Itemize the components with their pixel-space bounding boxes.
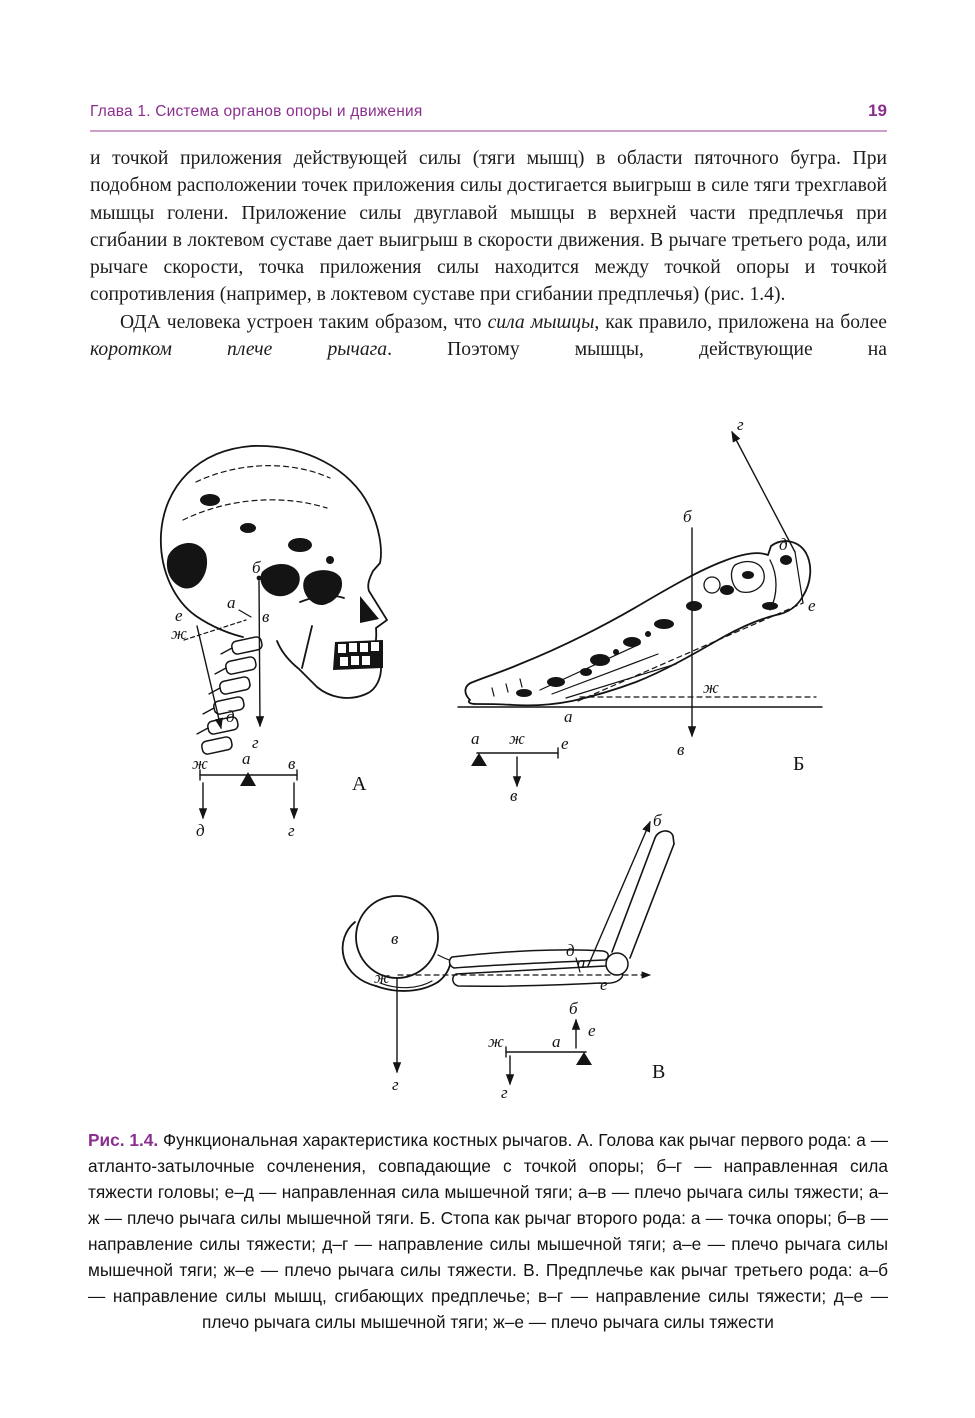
diag-v-scheme-b: б — [569, 999, 578, 1018]
diag-a-label-g: г — [252, 733, 259, 752]
paragraph-2-part3: . Поэтому мышцы, действующие на — [387, 339, 887, 361]
diagram-b-foot-lever: г д е б в ж а а ж е в Б — [457, 415, 823, 805]
figure-1-4-svg: б г а в е ж д ж а в д г А — [160, 415, 823, 1102]
paragraph-2-part2: , как правило, приложена на более — [594, 311, 887, 333]
diagram-v-forearm-lever: в б д а е ж г ж б е а г В — [341, 811, 675, 1102]
chapter-title: Глава 1. Система органов опоры и движени… — [90, 103, 423, 120]
diag-v-label-d: д — [566, 941, 575, 960]
diag-a-scheme-g: г — [288, 821, 295, 840]
diag-b-label-a: а — [564, 707, 573, 726]
paragraph-1-text: и точкой приложения действующей силы (тя… — [90, 148, 887, 306]
diag-b-label-b: б — [683, 507, 692, 526]
body-text: и точкой приложения действующей силы (тя… — [90, 145, 887, 363]
diag-a-label-v: в — [262, 607, 270, 626]
diag-v-label-v: в — [391, 929, 399, 948]
diag-v-scheme-a: а — [552, 1032, 561, 1051]
diag-b-scheme-v: в — [510, 786, 518, 805]
diag-b-scheme-zh: ж — [509, 729, 525, 748]
paragraph-2-part1: ОДА человека устроен таким образом, что — [120, 311, 488, 333]
diag-b-scheme-a: а — [471, 729, 480, 748]
diag-b-scheme-e: е — [561, 734, 569, 753]
diag-v-label-b: б — [653, 811, 662, 830]
diagram-a-head-lever: б г а в е ж д ж а в д г А — [160, 445, 388, 840]
paragraph-2: ОДА человека устроен таким образом, что … — [90, 309, 887, 364]
diag-v-scheme-g: г — [501, 1083, 508, 1102]
diag-a-label-b: б — [252, 558, 261, 577]
figure-caption-text: Функциональная характеристика костных ры… — [88, 1130, 888, 1333]
figure-caption-label: Рис. 1.4. — [88, 1130, 159, 1151]
diag-a-label-zh: ж — [171, 624, 187, 643]
diagram-v-letter: В — [652, 1061, 665, 1083]
diag-a-label-a: а — [227, 593, 236, 612]
diag-a-scheme-a: а — [242, 749, 251, 768]
diag-v-label-a: а — [577, 953, 586, 972]
diag-b-label-e: е — [808, 596, 816, 615]
diagram-a-letter: А — [352, 773, 367, 795]
diag-v-label-zh: ж — [374, 968, 390, 987]
diag-v-label-g: г — [392, 1075, 399, 1094]
page-header: Глава 1. Система органов опоры и движени… — [90, 101, 887, 121]
page-number: 19 — [868, 101, 887, 120]
diag-a-scheme-v: в — [288, 754, 296, 773]
diag-v-scheme-e: е — [588, 1021, 596, 1040]
diag-a-label-e: е — [175, 606, 183, 625]
diag-a-scheme-zh: ж — [192, 754, 208, 773]
diag-a-label-d: д — [226, 707, 235, 726]
diagram-b-letter: Б — [793, 753, 804, 775]
diag-a-scheme-d: д — [196, 821, 205, 840]
diag-b-label-v: в — [677, 740, 685, 759]
diag-v-label-e: е — [600, 975, 608, 994]
diag-b-label-d: д — [779, 535, 788, 554]
paragraph-1: и точкой приложения действующей силы (тя… — [90, 145, 887, 309]
figure-1-4: б г а в е ж д ж а в д г А — [90, 415, 885, 1110]
paragraph-2-italic2: коротком плече рычага — [90, 339, 388, 361]
diag-b-label-g: г — [737, 415, 744, 434]
header-divider — [90, 130, 887, 132]
figure-caption: Рис. 1.4. Функциональная характеристика … — [88, 1127, 888, 1335]
diag-v-scheme-zh: ж — [488, 1032, 504, 1051]
diag-b-label-zh: ж — [703, 678, 719, 697]
paragraph-2-italic1: сила мышцы — [487, 311, 595, 333]
